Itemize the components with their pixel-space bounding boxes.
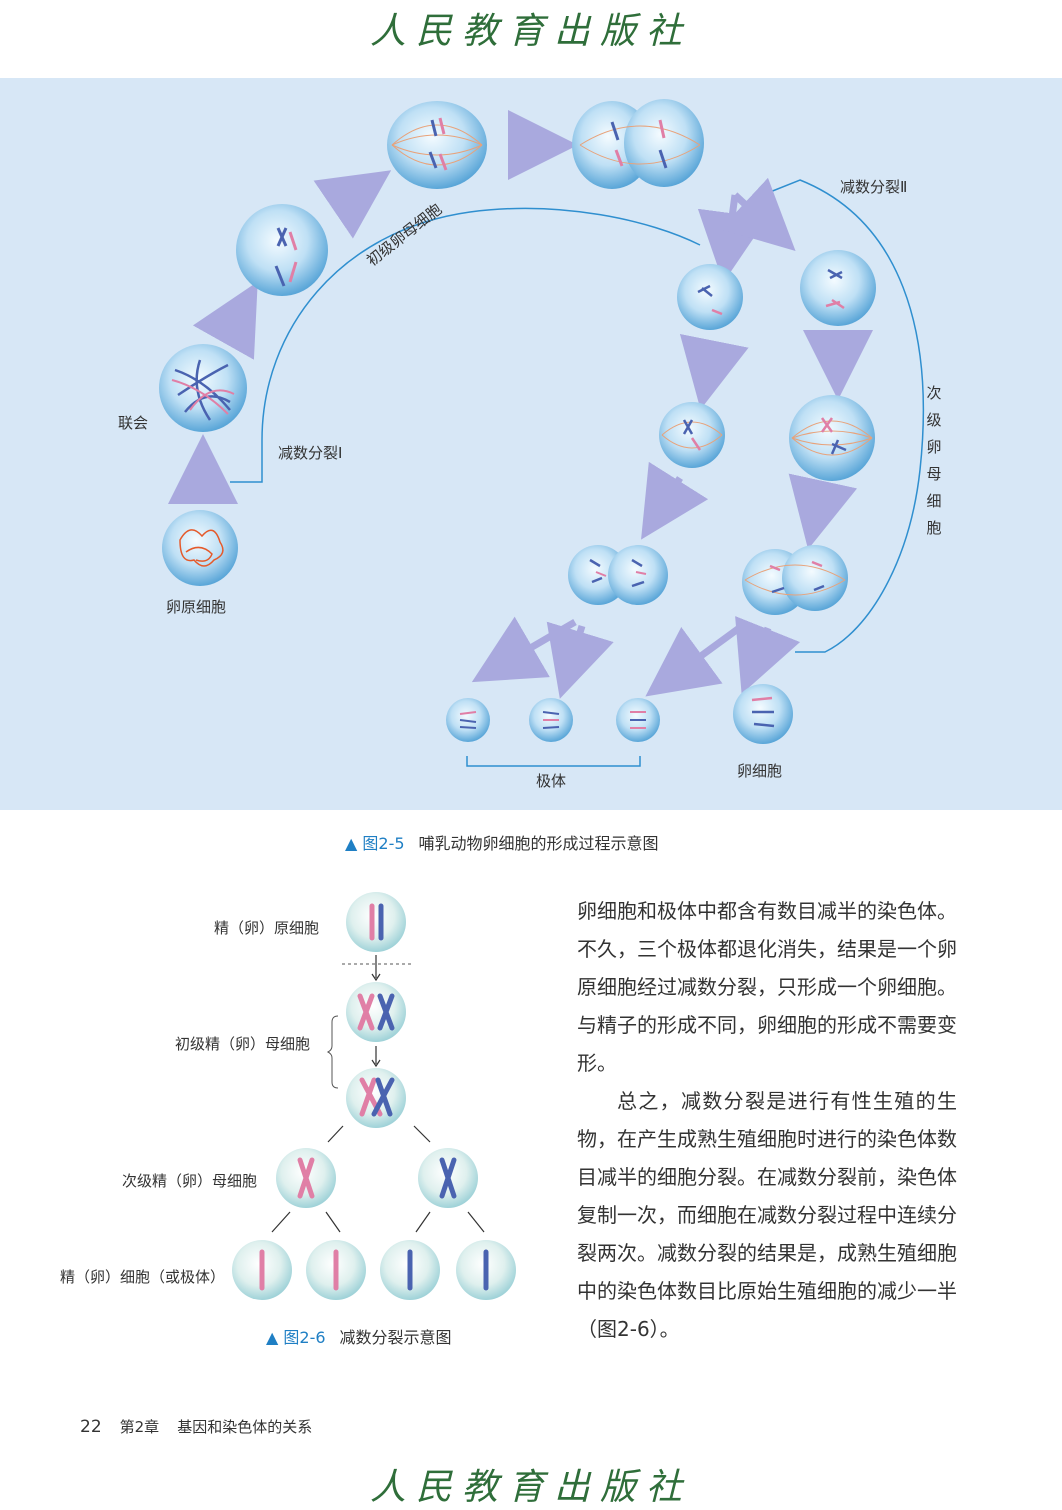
label-secondary-cyte: 次级精（卵）母细胞 bbox=[122, 1172, 258, 1190]
figure-2-6-number: 图2-6 bbox=[283, 1328, 326, 1347]
oocyte-formation-diagram bbox=[159, 99, 925, 767]
spermatogonium-cell bbox=[346, 892, 406, 952]
secondary-oocyte-anaphase-cell bbox=[742, 545, 848, 615]
figure-2-5-caption: ▲ 图2-5 哺乳动物卵细胞的形成过程示意图 bbox=[345, 830, 659, 854]
secondary-oocyte-metaphase-cell bbox=[789, 395, 875, 481]
publisher-watermark-bottom: 人民教育出版社 bbox=[369, 1467, 692, 1508]
secondary-oocyte-cell bbox=[800, 250, 876, 326]
synapsis-cell bbox=[159, 344, 247, 432]
page-number: 22 bbox=[80, 1417, 102, 1437]
label-meiosis-2: 减数分裂Ⅱ bbox=[840, 178, 908, 196]
chapter-number: 第2章 bbox=[119, 1418, 160, 1436]
figure-2-5-number: 图2-5 bbox=[362, 834, 405, 853]
page-footer: 22 第2章基因和染色体的关系 bbox=[80, 1416, 312, 1437]
polar-body-bracket bbox=[466, 756, 641, 767]
primary-cell-2 bbox=[346, 1068, 406, 1128]
figure-2-6-title: 减数分裂示意图 bbox=[339, 1328, 452, 1347]
label-secondary-oocyte: 次级卵母细胞 bbox=[926, 384, 942, 537]
label-meiosis-1: 减数分裂Ⅰ bbox=[278, 444, 343, 462]
meiosis-diagram bbox=[232, 892, 516, 1300]
primary-oocyte-cell bbox=[236, 204, 328, 296]
meiosis1-bracket bbox=[230, 207, 701, 483]
first-polar-body-cell bbox=[677, 264, 743, 330]
primary-cell-1 bbox=[346, 982, 406, 1042]
figure-2-5-title: 哺乳动物卵细胞的形成过程示意图 bbox=[418, 834, 659, 853]
gamete-cells bbox=[232, 1240, 516, 1300]
figure-2-5-panel: 卵原细胞 联会 减数分裂Ⅰ 初级卵母细胞 减数分裂Ⅱ 极体 卵细胞 bbox=[0, 78, 1062, 810]
figure-2-6-caption: ▲ 图2-6 减数分裂示意图 bbox=[266, 1324, 452, 1348]
secondary-cell-pink bbox=[276, 1148, 336, 1208]
metaphase1-cell bbox=[387, 101, 487, 189]
label-synapsis: 联会 bbox=[118, 414, 149, 432]
label-primary-cyte: 初级精（卵）母细胞 bbox=[175, 1035, 311, 1053]
label-gonium: 精（卵）原细胞 bbox=[214, 919, 320, 937]
egg-cell bbox=[733, 684, 793, 744]
process-arrows bbox=[168, 110, 873, 699]
label-gamete: 精（卵）细胞（或极体） bbox=[60, 1268, 226, 1286]
oogonium-cell bbox=[162, 510, 238, 586]
secondary-cell-blue bbox=[418, 1148, 478, 1208]
anaphase1-cell bbox=[572, 99, 704, 189]
polar-body-cells bbox=[446, 698, 660, 742]
label-oogonium: 卵原细胞 bbox=[166, 598, 227, 616]
chapter-title: 基因和染色体的关系 bbox=[177, 1418, 313, 1436]
caption-marker-icon: ▲ bbox=[345, 834, 363, 853]
meiosis2-bracket bbox=[769, 179, 925, 653]
paragraph-2: 总之，减数分裂是进行有性生殖的生物，在产生成熟生殖细胞时进行的染色体数目减半的细… bbox=[577, 1089, 957, 1341]
caption-marker-icon: ▲ bbox=[266, 1328, 284, 1347]
polar-body-anaphase-cell bbox=[568, 545, 668, 605]
polar-body-metaphase-cell bbox=[659, 402, 725, 468]
paragraph-1: 卵细胞和极体中都含有数目减半的染色体。不久，三个极体都退化消失，结果是一个卵原细… bbox=[577, 899, 957, 1075]
label-polar-body: 极体 bbox=[536, 772, 567, 790]
publisher-watermark-top: 人民教育出版社 bbox=[369, 11, 692, 52]
label-egg: 卵细胞 bbox=[737, 762, 783, 780]
